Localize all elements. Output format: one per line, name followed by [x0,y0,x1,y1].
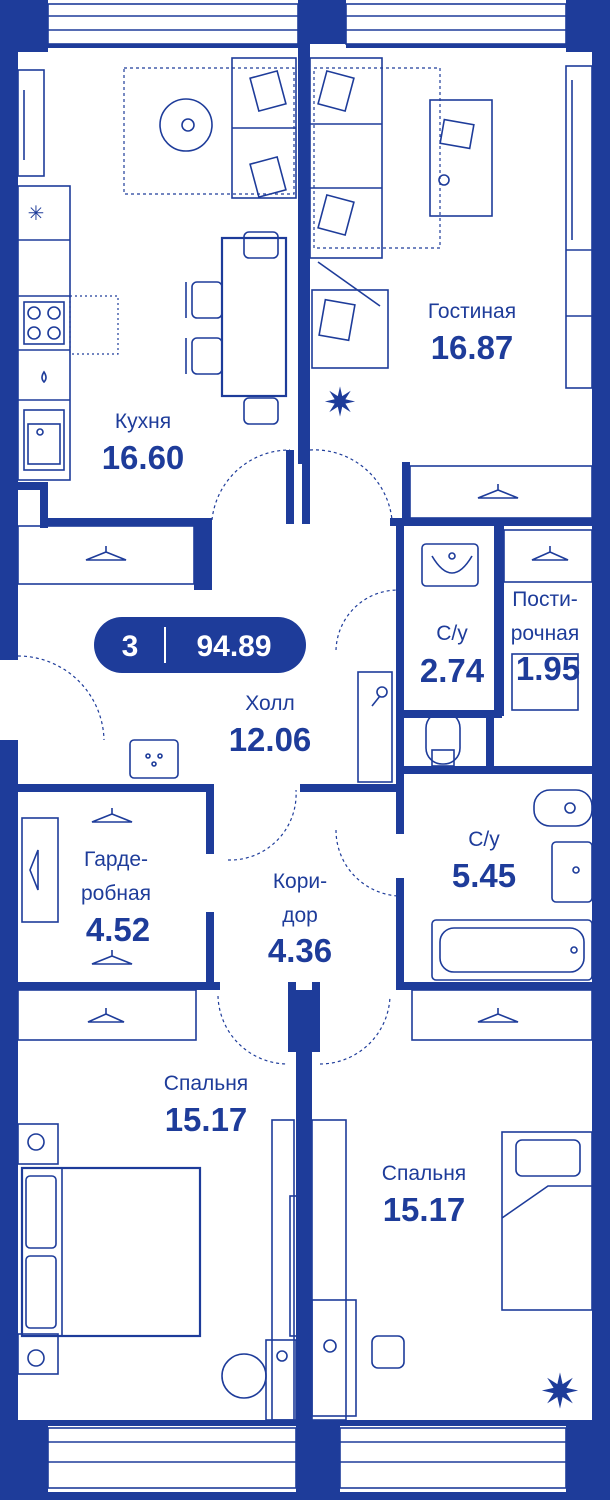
wardrobes [17,465,593,1041]
room-bedroom-1-area: 15.17 [165,1101,248,1138]
bedroom-furniture: ✷ [17,1119,593,1421]
room-bedroom-1-name: Спальня [164,1072,248,1095]
svg-text:✷: ✷ [323,380,357,426]
room-bedroom-2-name: Спальня [382,1162,466,1185]
room-bedroom-2-area: 15.17 [383,1191,466,1228]
room-kitchen-name: Кухня [115,410,171,433]
bathroom-fixtures [129,543,593,981]
room-wardrobe-name-1: Гарде- [84,848,148,871]
room-hall: Холл 12.06 [229,692,312,758]
room-bath-small-area: 2.74 [420,652,485,689]
total-area: 94.89 [196,630,271,663]
room-bedroom-2: Спальня 15.17 [382,1162,466,1228]
room-hall-name: Холл [245,692,295,715]
room-corridor-name-2: дор [282,904,318,927]
rooms-count: 3 [122,630,139,663]
room-corridor-area: 4.36 [268,932,332,969]
room-laundry: Пости- рочная 1.95 [511,588,580,687]
room-kitchen-area: 16.60 [102,439,185,476]
room-bedroom-1: Спальня 15.17 [164,1072,248,1138]
room-kitchen: Кухня 16.60 [102,410,185,476]
room-laundry-name-2: рочная [511,622,580,645]
summary-badge: 3 94.89 [94,617,306,673]
room-bath-small: С/у 2.74 [420,622,485,689]
door-swings [17,449,399,1065]
living-furniture: ✷ [123,57,593,426]
room-living-name: Гостиная [428,300,516,323]
room-bath-large: С/у 5.45 [452,828,516,894]
room-laundry-area: 1.95 [516,650,580,687]
room-bath-large-area: 5.45 [452,857,516,894]
room-wardrobe: Гарде- робная 4.52 [81,848,151,948]
room-corridor-name-1: Кори- [273,870,327,893]
svg-text:✳: ✳ [28,201,45,225]
room-hall-area: 12.06 [229,721,312,758]
room-bath-small-name: С/у [436,622,468,645]
room-wardrobe-name-2: робная [81,882,151,905]
kitchen-furniture: ✳ [17,69,288,481]
room-living: Гостиная 16.87 [428,300,516,366]
room-living-area: 16.87 [431,329,514,366]
room-laundry-name-1: Пости- [512,588,578,611]
room-wardrobe-area: 4.52 [86,911,150,948]
room-corridor: Кори- дор 4.36 [268,870,332,969]
svg-text:✷: ✷ [540,1364,580,1420]
room-bath-large-name: С/у [468,828,500,851]
